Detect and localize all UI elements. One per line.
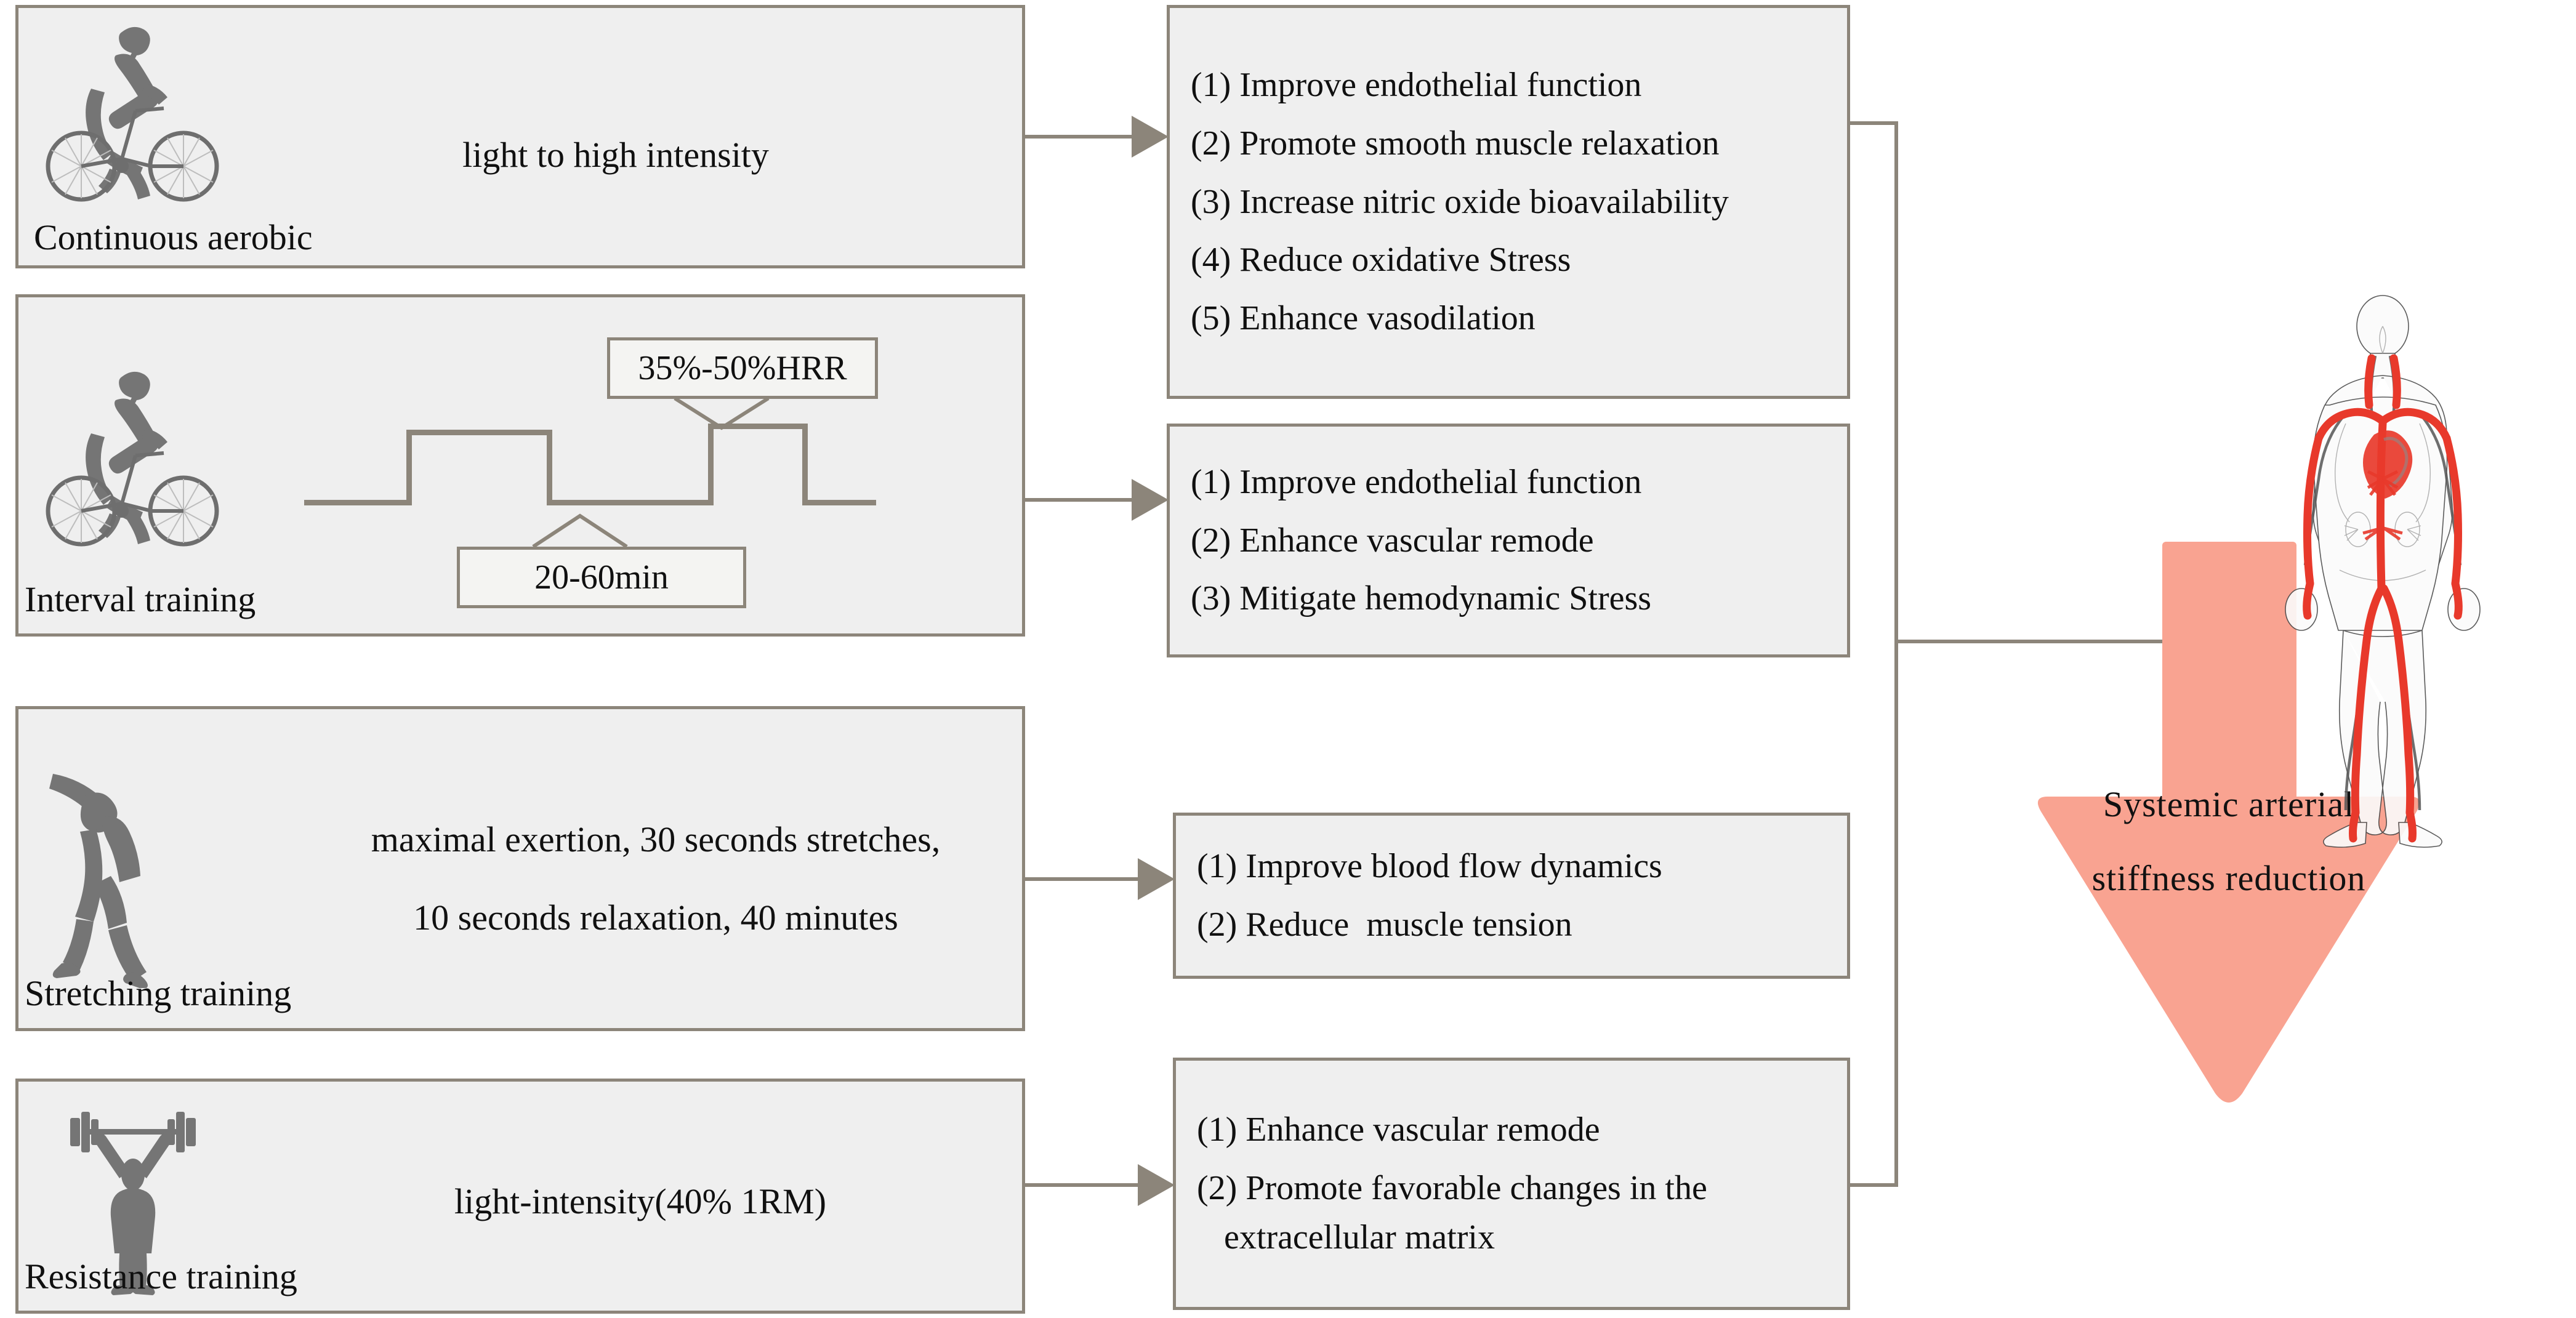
connector-stretching-to-outcome (1025, 877, 1139, 881)
result-arrow (2032, 542, 2426, 1108)
modality-description-stretching-training: maximal exertion, 30 seconds stretches, … (345, 819, 967, 938)
outcome-box-stretching: (1) Improve blood flow dynamics (2) Redu… (1173, 813, 1850, 979)
cyclist-icon (46, 371, 219, 547)
arrowhead-stretching (1138, 858, 1175, 900)
modality-title-interval-training: Interval training (25, 579, 256, 619)
weightlifter-icon (70, 1112, 196, 1295)
connector-aerobic-to-outcome (1025, 135, 1133, 139)
callout-intensity: 35%-50%HRR (607, 337, 878, 399)
outcome-line: (4) Reduce oxidative Stress (1191, 241, 1571, 279)
outcome-line: (1) Improve endothelial function (1191, 66, 1642, 104)
arrowhead-resistance (1138, 1164, 1175, 1206)
outcome-line: extracellular matrix (1224, 1218, 1495, 1257)
desc-line-1: maximal exertion, 30 seconds stretches, (371, 819, 941, 859)
bus-to-result (1894, 640, 2221, 643)
bus-branch-top (1850, 121, 1898, 125)
outcome-box-resistance: (1) Enhance vascular remode (2) Promote … (1173, 1058, 1850, 1310)
callout-intensity-pointer (674, 396, 770, 430)
outcome-line: (2) Reduce muscle tension (1197, 906, 1572, 944)
callout-duration-pointer (532, 513, 628, 548)
connector-interval-to-outcome (1025, 498, 1133, 502)
result-arrow-head (2037, 797, 2420, 1103)
outcome-box-interval: (1) Improve endothelial function (2) Enh… (1167, 424, 1850, 657)
outcome-line: (3) Increase nitric oxide bioavailabilit… (1191, 182, 1729, 221)
modality-title-continuous-aerobic: Continuous aerobic (34, 217, 313, 257)
desc-line-2: 10 seconds relaxation, 40 minutes (413, 898, 898, 938)
desc-line-1: light-intensity(40% 1RM) (454, 1181, 827, 1221)
result-label-line-2: stiffness reduction (2091, 858, 2366, 898)
arrowhead-interval (1132, 479, 1169, 521)
human-arterial-system-icon (2285, 295, 2481, 848)
modality-title-stretching-training: Stretching training (25, 973, 292, 1013)
bus-branch-bottom (1850, 1183, 1898, 1187)
outcome-line: (1) Improve blood flow dynamics (1197, 847, 1662, 886)
outcome-line: (2) Promote smooth muscle relaxation (1191, 124, 1720, 163)
bus-vertical (1894, 121, 1898, 1187)
outcome-box-aerobic: (1) Improve endothelial function (2) Pro… (1167, 5, 1850, 399)
cyclist-icon (46, 26, 219, 202)
desc-line-1: light to high intensity (462, 135, 769, 175)
outcome-line: (5) Enhance vasodilation (1191, 299, 1536, 338)
modality-panel-stretching-training (15, 706, 1025, 1031)
modality-description-resistance-training: light-intensity(40% 1RM) (425, 1181, 856, 1222)
arrowhead-aerobic (1132, 116, 1169, 158)
result-label: Systemic arterial stiffness reduction (2019, 787, 2438, 896)
modality-title-resistance-training: Resistance training (25, 1256, 297, 1296)
result-arrow-stem (2162, 542, 2296, 806)
outcome-line: (3) Mitigate hemodynamic Stress (1191, 579, 1652, 618)
outcome-line: (1) Enhance vascular remode (1197, 1110, 1600, 1149)
outcome-line: (2) Promote favorable changes in the (1197, 1168, 1707, 1207)
connector-resistance-to-outcome (1025, 1183, 1139, 1187)
modality-description-continuous-aerobic: light to high intensity (425, 134, 807, 175)
stretching-person-icon (49, 774, 148, 988)
outcome-line: (1) Improve endothelial function (1191, 462, 1642, 501)
callout-duration: 20-60min (457, 547, 746, 608)
outcome-line: (2) Enhance vascular remode (1191, 521, 1594, 560)
result-label-line-1: Systemic arterial (2103, 784, 2355, 824)
